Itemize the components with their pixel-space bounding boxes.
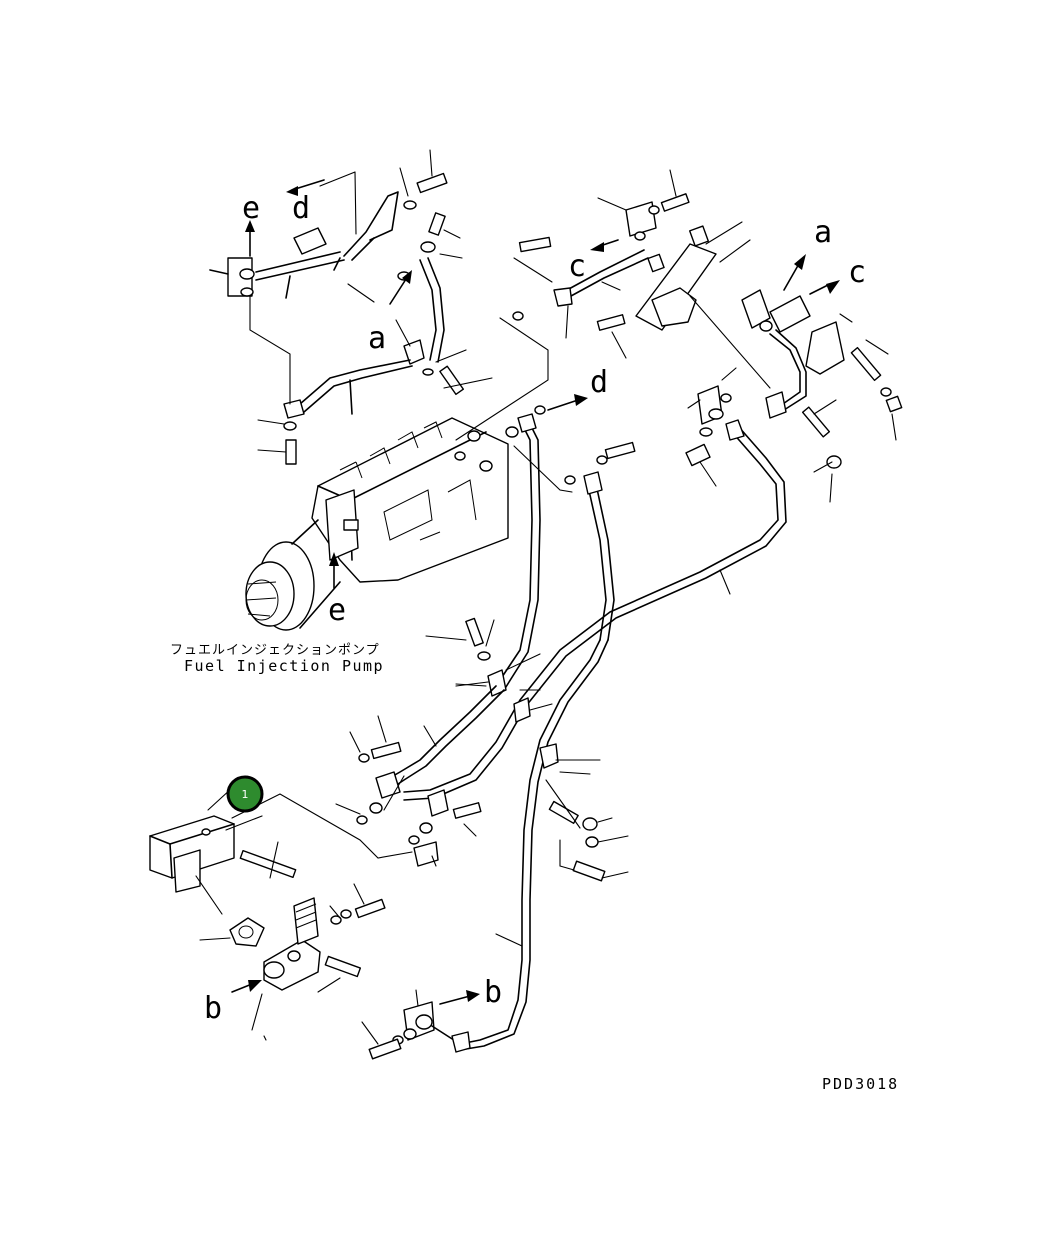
callout-circle[interactable] bbox=[226, 775, 264, 813]
reference-letter-b-right: b bbox=[484, 975, 502, 1010]
reference-letters: e d a c d a c e b b bbox=[204, 191, 866, 1026]
reference-letter-a-right: a bbox=[814, 215, 832, 250]
lower-banjo-fitting bbox=[361, 933, 523, 1060]
upper-left-pipe-assembly bbox=[209, 149, 493, 465]
reference-letter-c-right: c bbox=[848, 255, 866, 290]
lower-left-filter-assembly bbox=[149, 787, 413, 1041]
callout-1[interactable]: 1 bbox=[226, 775, 264, 813]
reference-letter-d-center: d bbox=[590, 365, 608, 400]
reference-letter-a-left: a bbox=[368, 321, 386, 356]
caption-japanese: フュエルインジェクションポンプ bbox=[170, 643, 380, 658]
fuel-injection-pump-illustration bbox=[245, 417, 509, 631]
caption-english: Fuel Injection Pump bbox=[184, 657, 384, 675]
drawing-code: PDD3018 bbox=[822, 1075, 899, 1093]
upper-right-sensor-assembly bbox=[635, 221, 903, 503]
upper-center-pipe-assembly bbox=[455, 169, 690, 691]
reference-letter-e-top: e bbox=[242, 191, 260, 226]
reference-letter-d-top: d bbox=[292, 191, 310, 226]
middle-fuel-pipes bbox=[335, 385, 787, 1051]
callout-number[interactable]: 1 bbox=[242, 788, 249, 801]
reference-letter-b-left: b bbox=[204, 991, 222, 1026]
reference-letter-e-bottom: e bbox=[328, 593, 346, 628]
reference-letter-c-center: c bbox=[568, 249, 586, 284]
